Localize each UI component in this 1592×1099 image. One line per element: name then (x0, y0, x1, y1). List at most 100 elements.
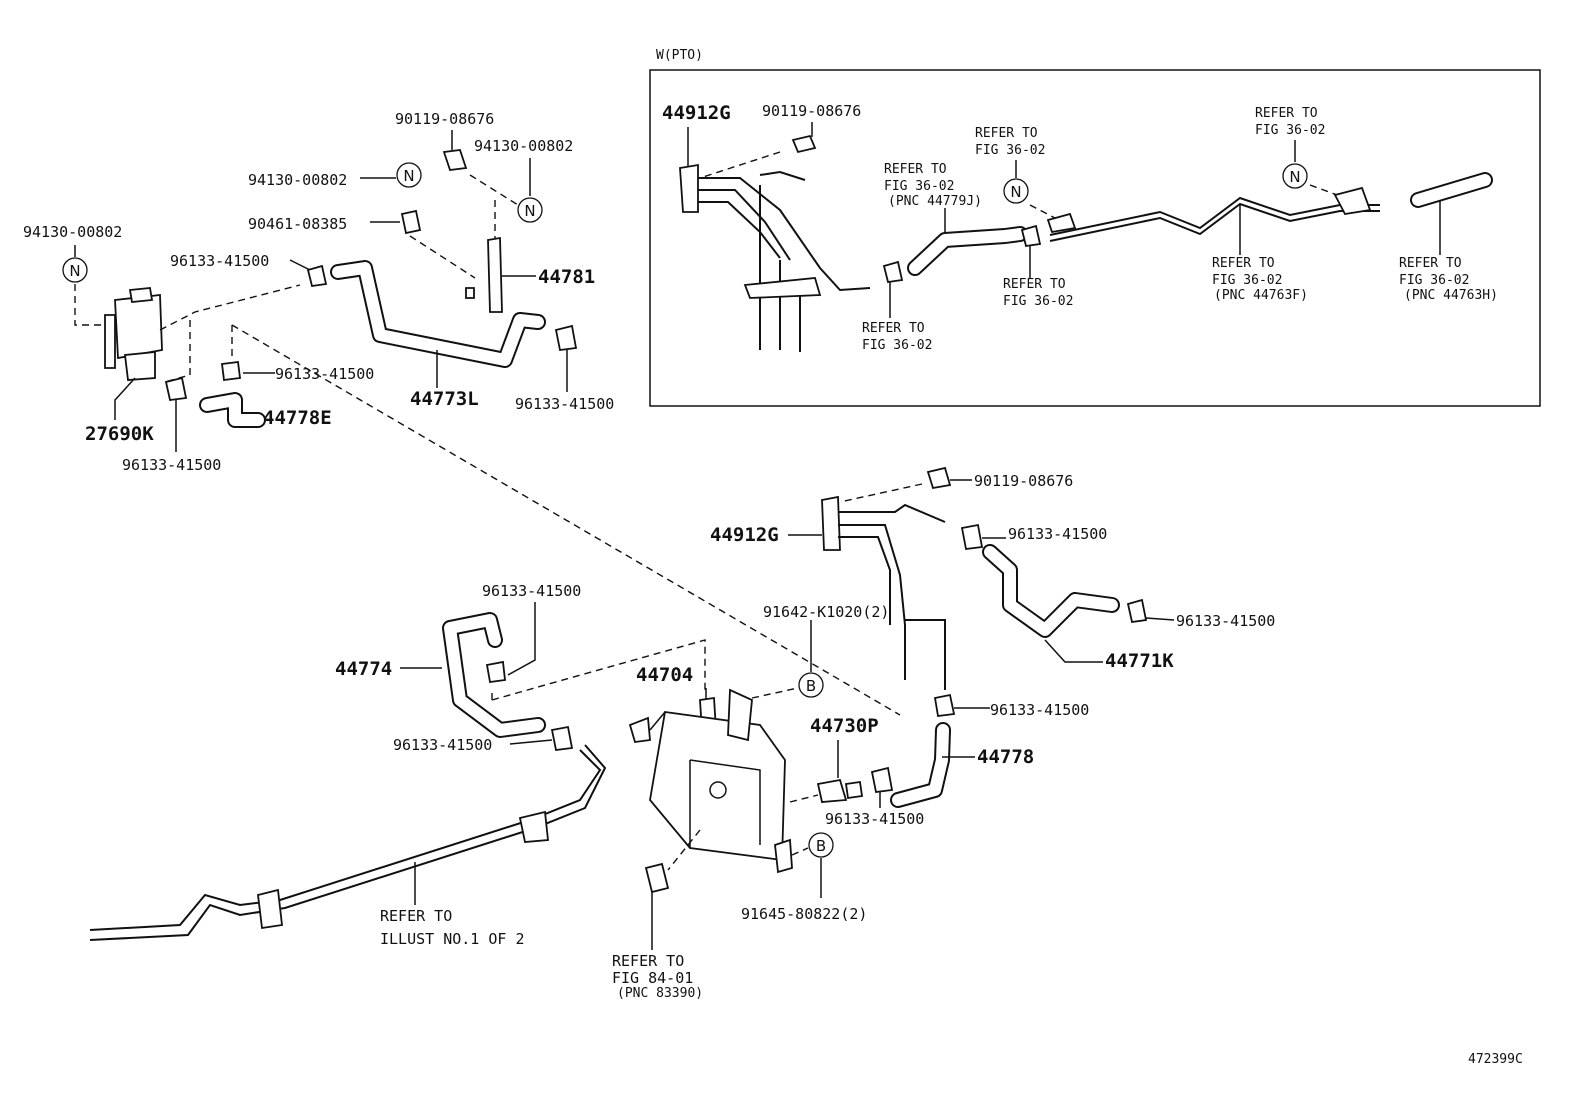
marker-b-bottom-text: B (816, 837, 826, 855)
label-94130-mid: 94130-00802 (248, 171, 347, 189)
label-44704: 44704 (636, 664, 693, 686)
inset-ref-c-2: FIG 36-02 (1003, 294, 1073, 309)
label-96133-e: 96133-41500 (1008, 525, 1107, 543)
marker-n-c (62, 257, 88, 283)
inset-ref-a-2: FIG 36-02 (884, 179, 954, 194)
inset-ref-a-3: (PNC 44779J) (888, 194, 982, 209)
inset-ref-f-1: REFER TO (1212, 256, 1275, 271)
label-44730P: 44730P (810, 715, 879, 737)
label-44778E: 44778E (263, 407, 332, 429)
label-44771K: 44771K (1105, 650, 1174, 672)
inset-marker-n2-text: N (1289, 168, 1300, 186)
inset-ref-e-1: REFER TO (1255, 106, 1318, 121)
inset-pto: W(PTO) 44912G 90119-08676 REFER TO FIG 3… (649, 48, 1541, 407)
marker-b-top-text: B (806, 677, 816, 695)
inset-ref-d-2: FIG 36-02 (862, 338, 932, 353)
clip-h-icon (550, 725, 574, 751)
inset-ref-a-1: REFER TO (884, 162, 947, 177)
inset-marker-n1-text: N (1010, 183, 1021, 201)
inset-bracket-plate (679, 163, 699, 213)
bolt-icon (442, 149, 468, 171)
inset-ref-d-1: REFER TO (862, 321, 925, 336)
inset-bolt-icon (791, 134, 817, 154)
inset-ref-f-3: (PNC 44763F) (1214, 288, 1308, 303)
lower-group: 90119-08676 44912G 96133-41500 96133-415… (89, 466, 1275, 1001)
label-91645: 91645-80822(2) (741, 905, 867, 923)
label-96133-i: 96133-41500 (990, 701, 1089, 719)
clip-f-icon (1126, 598, 1148, 624)
label-44773L: 44773L (410, 388, 479, 410)
label-44781: 44781 (538, 266, 595, 288)
marker-n-b-text: N (403, 167, 414, 185)
inset-clip2-icon (882, 260, 904, 284)
label-94130-right: 94130-00802 (474, 137, 573, 155)
clip-i-icon (933, 693, 956, 718)
bolt-lower-icon (926, 466, 952, 490)
inset-bracket-label: 44912G (662, 102, 731, 124)
marker-b-top (798, 672, 824, 698)
label-96133-d: 96133-41500 (122, 456, 221, 474)
bracket-44781 (487, 236, 503, 313)
label-96133-a: 96133-41500 (170, 252, 269, 270)
clip-c-icon (220, 360, 242, 382)
marker-n-a-text: N (524, 202, 535, 220)
inset-frame (649, 69, 1541, 407)
inset-clip3-icon (1333, 186, 1372, 215)
label-27690K: 27690K (85, 423, 154, 445)
label-90461: 90461-08385 (248, 215, 347, 233)
label-94130-left: 94130-00802 (23, 223, 122, 241)
inset-ref-g-1: REFER TO (1399, 256, 1462, 271)
inset-ref-c-1: REFER TO (1003, 277, 1066, 292)
marker-n-c-text: N (69, 262, 80, 280)
tank-44704 (649, 710, 786, 862)
bracket-lower (821, 495, 841, 551)
inset-pipe (1049, 196, 1380, 236)
refer-fig-3: (PNC 83390) (617, 986, 703, 1001)
label-90119-lower: 90119-08676 (974, 472, 1073, 490)
inset-ref-g-3: (PNC 44763H) (1404, 288, 1498, 303)
clip-d-icon (164, 376, 188, 401)
valve-44730P (816, 778, 848, 803)
clip-j-icon (870, 766, 894, 793)
label-96133-h: 96133-41500 (393, 736, 492, 754)
inset-ref-f-2: FIG 36-02 (1212, 273, 1282, 288)
inset-ref-e-2: FIG 36-02 (1255, 123, 1325, 138)
inset-ref-b-1: REFER TO (975, 126, 1038, 141)
refer-pipe-1: REFER TO (380, 907, 452, 925)
label-96133-c: 96133-41500 (275, 365, 374, 383)
marker-n-a (517, 197, 543, 223)
vsv-27690K (114, 293, 163, 360)
pipe-refer (89, 749, 602, 931)
label-91642: 91642-K1020(2) (763, 603, 889, 621)
label-96133-b: 96133-41500 (515, 395, 614, 413)
clip-g-icon (485, 660, 506, 684)
refer-fig-1: REFER TO (612, 952, 684, 970)
label-96133-f: 96133-41500 (1176, 612, 1275, 630)
label-90119-top: 90119-08676 (395, 110, 494, 128)
label-44912G-lower: 44912G (710, 524, 779, 546)
refer-fig-2: FIG 84-01 (612, 969, 693, 987)
upper-left-group: 90119-08676 94130-00802 N 94130-00802 N … (23, 110, 901, 716)
clip-b-icon (554, 324, 578, 351)
inset-title: W(PTO) (656, 48, 703, 63)
clip-a-icon (306, 264, 328, 288)
inset-marker-n2 (1282, 163, 1308, 189)
label-96133-j: 96133-41500 (825, 810, 924, 828)
inset-marker-n1 (1003, 178, 1029, 204)
inset-bolt-label: 90119-08676 (762, 102, 861, 120)
refer-pipe-2: ILLUST NO.1 OF 2 (380, 930, 525, 948)
label-44778: 44778 (977, 746, 1034, 768)
clip-e-icon (960, 523, 984, 550)
inset-ref-g-2: FIG 36-02 (1399, 273, 1469, 288)
marker-n-b (396, 162, 422, 188)
label-44774: 44774 (335, 658, 392, 680)
inset-clip1-icon (1020, 224, 1042, 248)
inset-bolt2-icon (1046, 212, 1077, 234)
label-96133-top: 96133-41500 (482, 582, 581, 600)
inset-ref-b-2: FIG 36-02 (975, 143, 1045, 158)
clip-90461-icon (400, 209, 422, 235)
sensor-icon (644, 862, 670, 894)
diagram-id: 472399C (1468, 1052, 1523, 1067)
marker-b-bottom (808, 832, 834, 858)
